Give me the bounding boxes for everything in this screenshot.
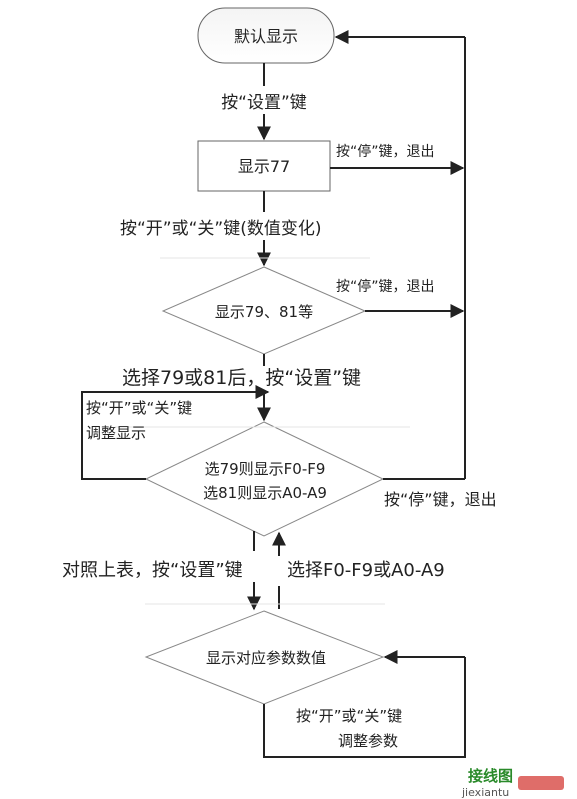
label-adjust-display-1: 按“开”或“关”键 [86, 399, 192, 417]
adjust-display-loop [81, 385, 270, 480]
select-line1-label: 选79则显示F0-F9 [205, 460, 326, 478]
show77-node-label: 显示77 [238, 157, 290, 176]
watermark: 接线图 jiexiantu [461, 767, 564, 799]
label-press-onoff-change: 按“开”或“关”键(数值变化) [120, 219, 322, 239]
show77-node: 显示77 [197, 140, 331, 192]
show-value-decision: 显示对应参数数值 [144, 610, 385, 705]
show79-81-decision: 显示79、81等 [161, 266, 367, 355]
exit-connectors [330, 30, 466, 480]
select-decision: 选79则显示F0-F9 选81则显示A0-A9 [144, 421, 385, 537]
label-adjust-display-2: 调整显示 [86, 424, 146, 442]
loop-adjust-param-line [263, 657, 466, 758]
show-value-label: 显示对应参数数值 [206, 649, 326, 667]
label-compare-table: 对照上表，按“设置”键 [62, 560, 243, 581]
watermark-logo: 接线图 [468, 767, 513, 785]
select-line2-label: 选81则显示A0-A9 [203, 484, 327, 502]
label-press-stop-2: 按“停”键，退出 [336, 278, 435, 295]
label-press-stop-3: 按“停”键，退出 [384, 490, 497, 509]
watermark-site: jiexiantu [461, 786, 509, 799]
adjust-param-loop [263, 650, 466, 758]
label-select-79-81: 选择79或81后，按“设置”键 [122, 367, 361, 389]
start-node-label: 默认显示 [234, 27, 298, 46]
label-select-f-a: 选择F0-F9或A0-A9 [287, 560, 445, 581]
label-adjust-param-1: 按“开”或“关”键 [296, 707, 402, 725]
label-press-set-1: 按“设置”键 [221, 93, 307, 113]
start-node: 默认显示 [197, 7, 335, 64]
label-press-stop-1: 按“停”键，退出 [336, 143, 435, 160]
loop-adjust-display-line [81, 391, 266, 480]
watermark-badge [518, 776, 564, 790]
show79-81-label: 显示79、81等 [215, 303, 313, 321]
faint-separators [115, 257, 410, 605]
label-adjust-param-2: 调整参数 [338, 732, 398, 750]
